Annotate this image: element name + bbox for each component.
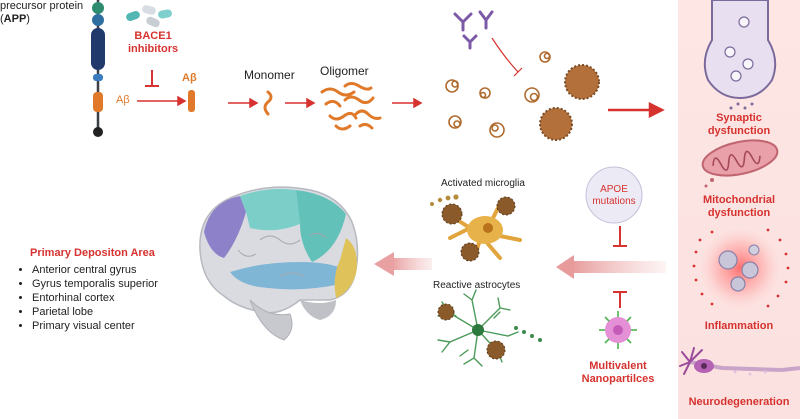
app-label: precursor protein (APP)	[0, 0, 83, 26]
mito-line1: Mitochondrial	[702, 194, 776, 206]
nanoparticle-inhibition-bar	[613, 291, 627, 308]
synaptic-line2: dysfunction	[707, 125, 771, 137]
synaptic-label: Synaptic dysfunction	[678, 112, 800, 138]
apoe-line1: APOE	[600, 184, 628, 195]
deposition-item: Gyrus temporalis superior	[32, 277, 158, 291]
monomer-icon	[263, 90, 273, 116]
nanoparticles-line1: Multivalent	[589, 360, 647, 372]
to-brain-arrow	[374, 252, 432, 276]
mitochondria-icon	[701, 139, 779, 188]
app-protein	[91, 0, 105, 137]
neuron-icon	[679, 347, 800, 376]
nanoparticles-label: Multivalent Nanopartilces	[578, 360, 658, 386]
app-label-close: )	[26, 13, 30, 25]
fibril-aggregates	[445, 51, 551, 138]
aggregation-arrow-3	[392, 97, 423, 109]
microglia-label: Activated microglia	[441, 178, 525, 189]
aggregation-arrow-1	[228, 97, 259, 109]
apoe-bubble	[585, 166, 643, 224]
cleavage-arrow	[137, 95, 187, 107]
deposition-title: Primary Depositon Area	[30, 247, 155, 259]
deposition-item: Parietal lobe	[32, 305, 158, 319]
abeta-left-label: Aβ	[116, 94, 130, 106]
amyloid-plaque-icon	[539, 64, 600, 141]
inflammation-icon	[692, 226, 790, 310]
abeta-right-label: Aβ	[182, 72, 197, 84]
bace1-line1: BACE1	[134, 30, 172, 42]
apoe-line2: mutations	[592, 196, 636, 207]
to-effects-arrow	[608, 101, 665, 119]
deposition-item: Anterior central gyrus	[32, 263, 158, 277]
feedback-arrow	[556, 255, 666, 279]
neurodegeneration-label: Neurodegeneration	[688, 396, 790, 408]
app-label-bold: APP	[3, 13, 27, 25]
app-label-line1: precursor protein	[0, 0, 84, 12]
mito-line2: dysfunction	[707, 207, 771, 219]
monomer-label: Monomer	[244, 68, 295, 82]
mito-label: Mitochondrial dysfunction	[678, 194, 800, 220]
apoe-inhibition-bar	[613, 226, 627, 247]
nanoparticle-icon	[599, 311, 637, 349]
synapse-icon	[703, 0, 777, 110]
abeta-peptide-icon	[188, 90, 195, 112]
synaptic-line1: Synaptic	[716, 112, 762, 124]
apoe-label: APOE mutations	[586, 184, 642, 208]
deposition-item: Primary visual center	[32, 319, 158, 333]
deposition-list: Anterior central gyrus Gyrus temporalis …	[18, 263, 158, 333]
deposition-item: Entorhinal cortex	[32, 291, 158, 305]
antibody-inhibition-line	[491, 37, 523, 77]
oligomer-icon	[320, 82, 382, 131]
bace1-inhibition-bar	[145, 70, 159, 87]
nanoparticles-line2: Nanopartilces	[581, 373, 655, 385]
bace1-label: BACE1 inhibitors	[128, 30, 178, 56]
astrocyte-body	[437, 303, 542, 360]
brain-icon	[199, 186, 359, 341]
antibody-icon	[453, 10, 494, 50]
aggregation-arrow-2	[285, 97, 316, 109]
microglia-icon	[430, 194, 522, 262]
bace1-line2: inhibitors	[128, 43, 179, 55]
inflammation-label: Inflammation	[704, 320, 774, 332]
astrocyte-icon	[437, 289, 519, 367]
oligomer-label: Oligomer	[320, 64, 369, 78]
astrocytes-label: Reactive astrocytes	[433, 280, 521, 291]
inhibitor-pills-icon	[126, 5, 172, 28]
app-label-open: (	[0, 13, 4, 25]
